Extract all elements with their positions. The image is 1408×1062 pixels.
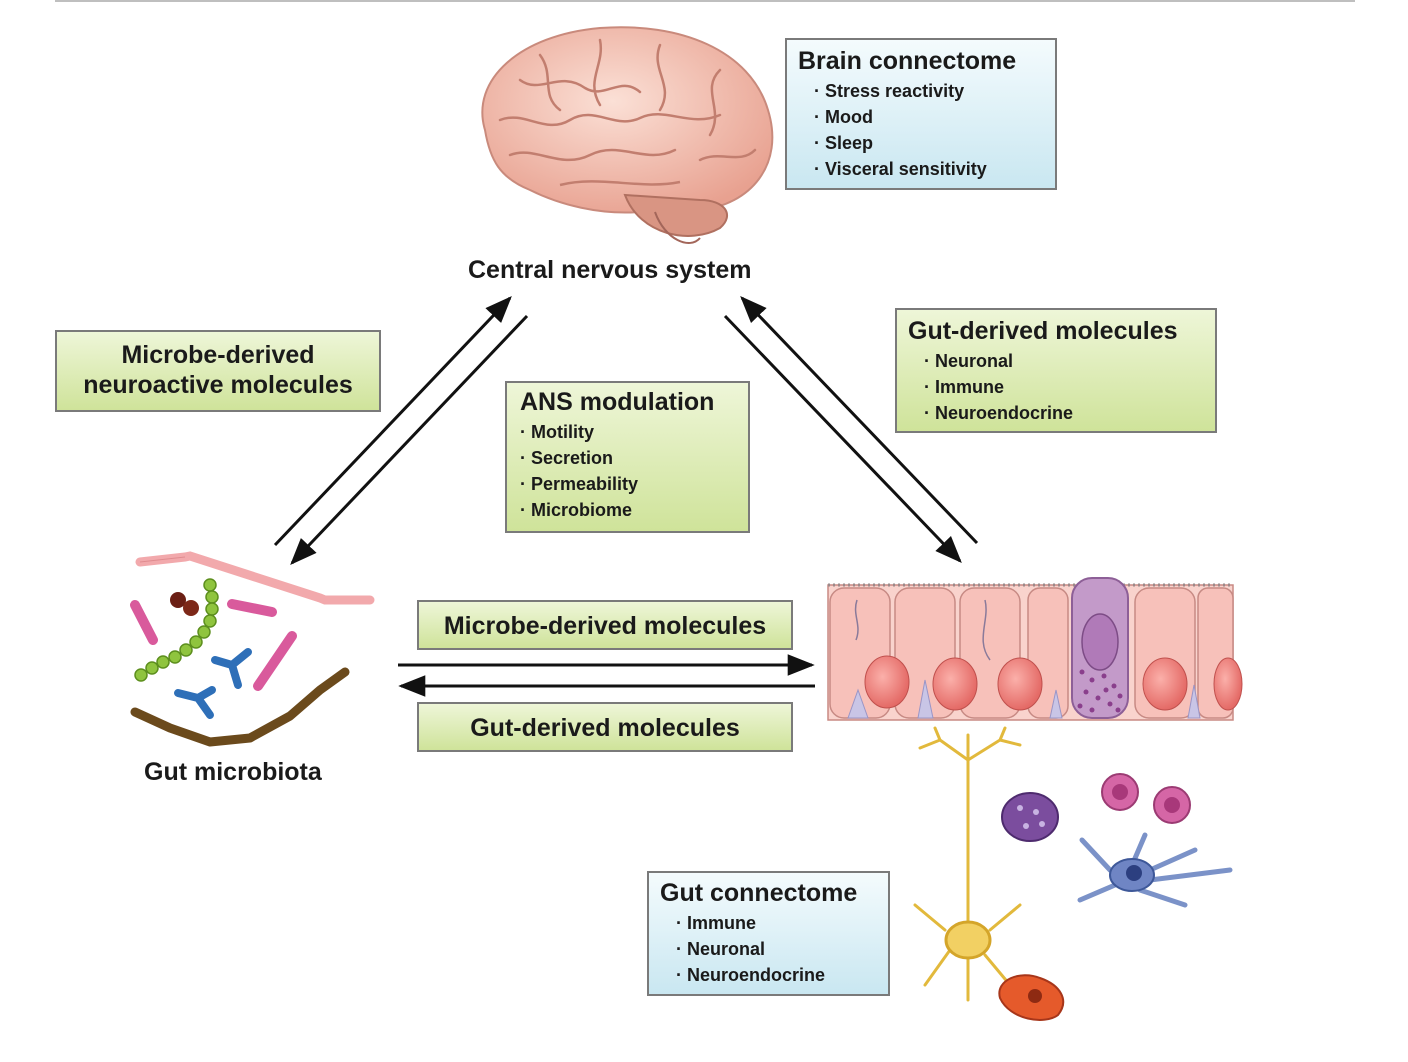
gut-connectome-item: Neuronal — [676, 936, 878, 962]
microbiota-illustration — [130, 551, 375, 747]
microbe-derived-molecules-label: Microbe-derived molecules — [443, 612, 767, 640]
brain-connectome-box: Brain connectome Stress reactivity Mood … — [785, 38, 1057, 190]
top-divider — [55, 0, 1355, 2]
ans-modulation-item: Motility — [520, 419, 738, 445]
ans-modulation-title: ANS modulation — [520, 388, 715, 416]
gut-derived-top-item: Neuroendocrine — [924, 400, 1205, 426]
cns-label: Central nervous system — [468, 256, 752, 284]
gut-derived-molecules-label: Gut-derived molecules — [470, 714, 740, 742]
brain-connectome-item: Visceral sensitivity — [814, 156, 1045, 182]
arrow-cns-to-gut — [723, 314, 962, 563]
brain-connectome-item: Sleep — [814, 130, 1045, 156]
microbe-derived-molecules-box: Microbe-derived molecules — [417, 600, 793, 650]
arrow-microbiota-to-cns — [273, 296, 512, 547]
gut-connectome-item: Immune — [676, 910, 878, 936]
ans-modulation-box: ANS modulation Motility Secretion Permea… — [505, 381, 750, 533]
microbe-neuroactive-box: Microbe-derived neuroactive molecules — [55, 330, 381, 412]
ans-modulation-item: Secretion — [520, 445, 738, 471]
gut-derived-top-item: Immune — [924, 374, 1205, 400]
ans-modulation-item: Permeability — [520, 471, 738, 497]
brain-connectome-title: Brain connectome — [798, 47, 1017, 75]
brain-connectome-item: Mood — [814, 104, 1045, 130]
gut-connectome-box: Gut connectome Immune Neuronal Neuroendo… — [647, 871, 890, 996]
gut-derived-molecules-box: Gut-derived molecules — [417, 702, 793, 752]
gut-epithelium-illustration — [827, 577, 1243, 721]
neuron-illustration — [913, 726, 1022, 1002]
microbe-neuroactive-line1: Microbe-derived — [121, 341, 315, 369]
gut-microbiota-label: Gut microbiota — [144, 758, 322, 786]
microbe-neuroactive-line2: neuroactive molecules — [83, 371, 353, 399]
gut-derived-top-item: Neuronal — [924, 348, 1205, 374]
arrow-gut-to-cns — [740, 296, 979, 545]
brain-illustration — [481, 26, 774, 244]
ans-modulation-item: Microbiome — [520, 497, 738, 523]
gut-derived-top-title: Gut-derived molecules — [908, 317, 1178, 345]
immune-cells-illustration — [998, 773, 1233, 1021]
arrow-cns-to-microbiota — [290, 314, 529, 565]
gut-connectome-title: Gut connectome — [660, 879, 858, 907]
gut-derived-top-box: Gut-derived molecules Neuronal Immune Ne… — [895, 308, 1217, 433]
gut-connectome-item: Neuroendocrine — [676, 962, 878, 988]
brain-connectome-item: Stress reactivity — [814, 78, 1045, 104]
